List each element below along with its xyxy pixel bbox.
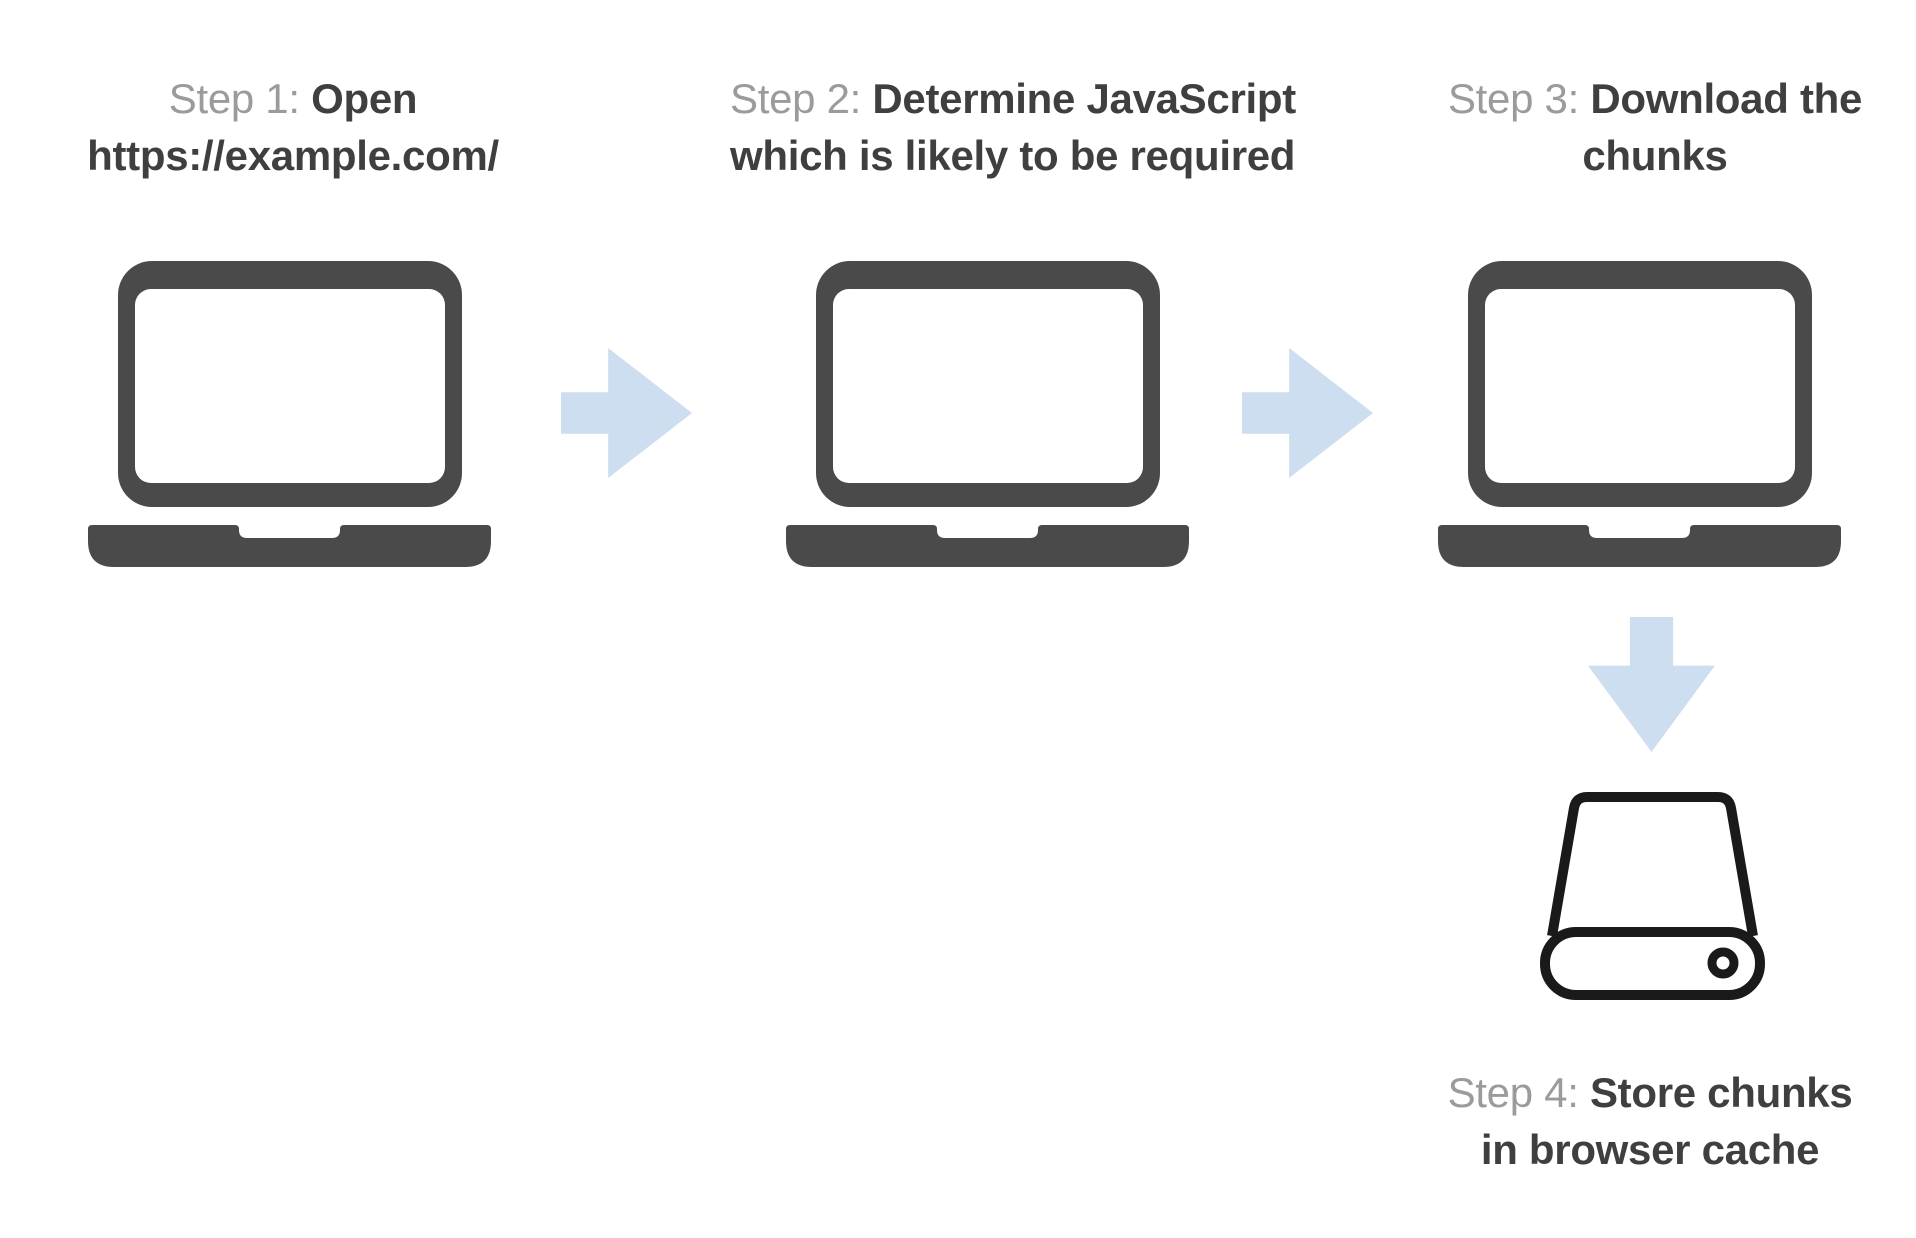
step-3-label: Step 3: Download the chunks (1405, 70, 1905, 184)
laptop-icon (786, 261, 1189, 567)
step-2-title: Determine JavaScript (872, 75, 1296, 122)
step-3-line-1: Step 3: Download the (1405, 70, 1905, 127)
step-4-prefix: Step 4: (1447, 1069, 1579, 1116)
arrow-right-icon (561, 348, 692, 478)
arrow-down-icon (1588, 617, 1715, 752)
step-2-subtitle: which is likely to be required (730, 132, 1296, 179)
step-4-title: Store chunks (1589, 1069, 1853, 1116)
step-2-line-1: Step 2: Determine JavaScript (730, 70, 1296, 127)
laptop-icon (1438, 261, 1841, 567)
step-2-label: Step 2: Determine JavaScript which is li… (730, 70, 1296, 184)
step-4-line-1: Step 4: Store chunks (1400, 1064, 1900, 1121)
step-1-subtitle: https://example.com/ (87, 132, 499, 179)
step-1-line-1: Step 1: Open (43, 70, 543, 127)
hard-drive-icon (1540, 792, 1765, 1000)
arrow-right-icon (1242, 348, 1373, 478)
step-1-title: Open (311, 75, 418, 122)
step-2-prefix: Step 2: (730, 75, 861, 122)
step-3-title: Download the (1590, 75, 1863, 122)
step-1-label: Step 1: Open https://example.com/ (43, 70, 543, 184)
step-1-prefix: Step 1: (168, 75, 300, 122)
step-3-subtitle: chunks (1582, 132, 1728, 179)
step-3-prefix: Step 3: (1447, 75, 1579, 122)
step-4-label: Step 4: Store chunks in browser cache (1400, 1064, 1900, 1178)
laptop-icon (88, 261, 491, 567)
step-4-subtitle: in browser cache (1480, 1126, 1820, 1173)
